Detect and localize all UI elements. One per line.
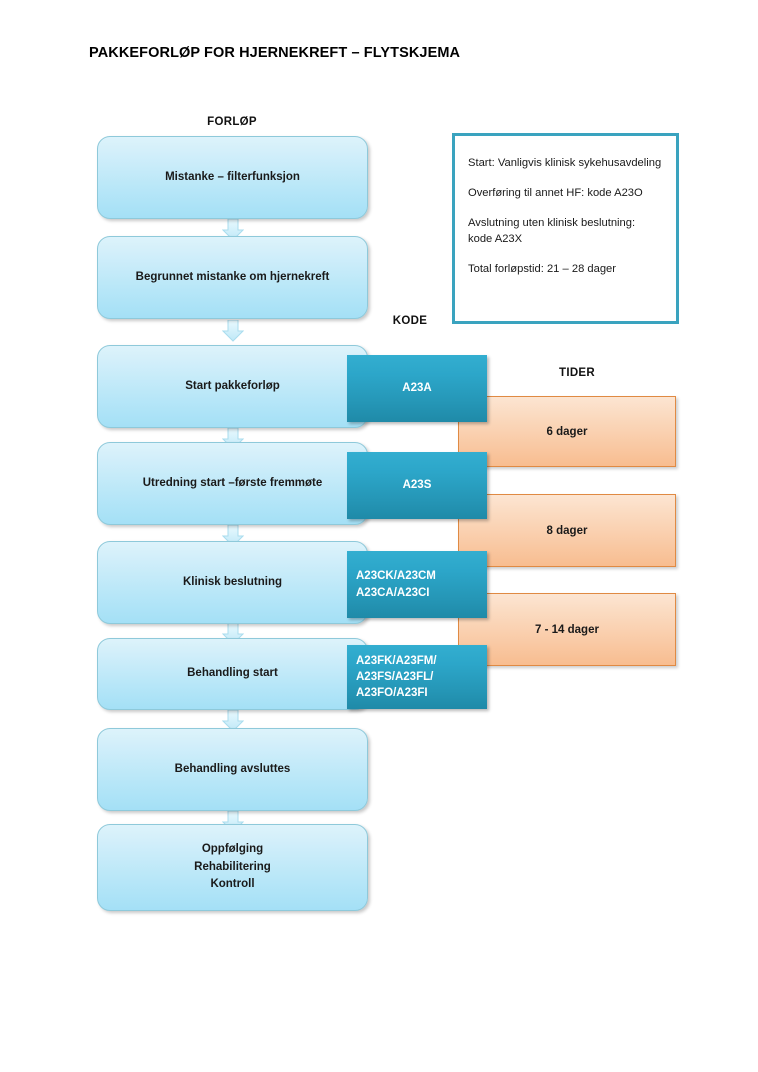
flow-step-label: Behandling start <box>187 667 278 680</box>
flow-step-label: Behandling avsluttes <box>174 762 291 775</box>
flow-step-box[interactable]: Utredning start –første fremmøte <box>97 442 368 525</box>
info-box-line: Total forløpstid: 21 – 28 dager <box>468 262 617 275</box>
column-header-tider: TIDER <box>559 367 595 379</box>
code-box-label: A23FK/A23FM/ A23FS/A23FL/ A23FO/A23FI <box>356 654 437 700</box>
flow-step-box[interactable]: Klinisk beslutning <box>97 541 368 624</box>
flow-step-box[interactable]: Behandling start <box>97 638 368 710</box>
time-box[interactable]: 8 dager <box>458 494 676 567</box>
time-box-label: 8 dager <box>546 524 588 537</box>
flow-step-box[interactable]: Behandling avsluttes <box>97 728 368 811</box>
flow-step-box[interactable]: Mistanke – filterfunksjon <box>97 136 368 219</box>
info-box-line: Overføring til annet HF: kode A23O <box>468 186 643 199</box>
code-box[interactable]: A23CK/A23CM A23CA/A23CI <box>347 551 487 618</box>
info-box-line: Start: Vanligvis klinisk sykehusavdeling <box>468 157 662 169</box>
code-box-label: A23S <box>402 479 432 492</box>
code-box-label: A23A <box>402 382 432 395</box>
flow-step-box[interactable]: Oppfølging Rehabilitering Kontroll <box>97 824 368 911</box>
time-box-label: 6 dager <box>546 425 588 438</box>
code-box-label: A23CK/A23CM A23CA/A23CI <box>356 570 436 599</box>
flow-step-label: Oppfølging Rehabilitering Kontroll <box>194 842 271 891</box>
flow-step-label: Klinisk beslutning <box>182 575 283 588</box>
flow-step-label: Begrunnet mistanke om hjernekreft <box>135 270 330 283</box>
down-arrow-icon <box>222 320 244 342</box>
down-arrow-icon <box>222 219 244 241</box>
flow-step-label: Mistanke – filterfunksjon <box>165 170 300 183</box>
page-title: PAKKEFORLØP FOR HJERNEKREFT – FLYTSKJEMA <box>89 45 461 61</box>
down-arrow-icon <box>222 710 244 732</box>
code-box[interactable]: A23S <box>347 452 487 519</box>
flow-step-label: Utredning start –første fremmøte <box>142 476 323 489</box>
flow-step-box[interactable]: Begrunnet mistanke om hjernekreft <box>97 236 368 319</box>
flow-step-box[interactable]: Start pakkeforløp <box>97 345 368 428</box>
code-box[interactable]: A23A <box>347 355 487 422</box>
code-box[interactable]: A23FK/A23FM/ A23FS/A23FL/ A23FO/A23FI <box>347 645 487 709</box>
time-box-label: 7 - 14 dager <box>535 623 599 636</box>
flow-step-label: Start pakkeforløp <box>185 379 280 392</box>
time-box[interactable]: 7 - 14 dager <box>458 593 676 666</box>
column-header-kode: KODE <box>392 315 428 327</box>
info-box-line: Avslutning uten klinisk beslutning: kode… <box>468 216 636 245</box>
info-box: Start: Vanligvis klinisk sykehusavdeling… <box>452 133 679 324</box>
time-box[interactable]: 6 dager <box>458 396 676 467</box>
column-header-forlop: FORLØP <box>207 116 257 128</box>
